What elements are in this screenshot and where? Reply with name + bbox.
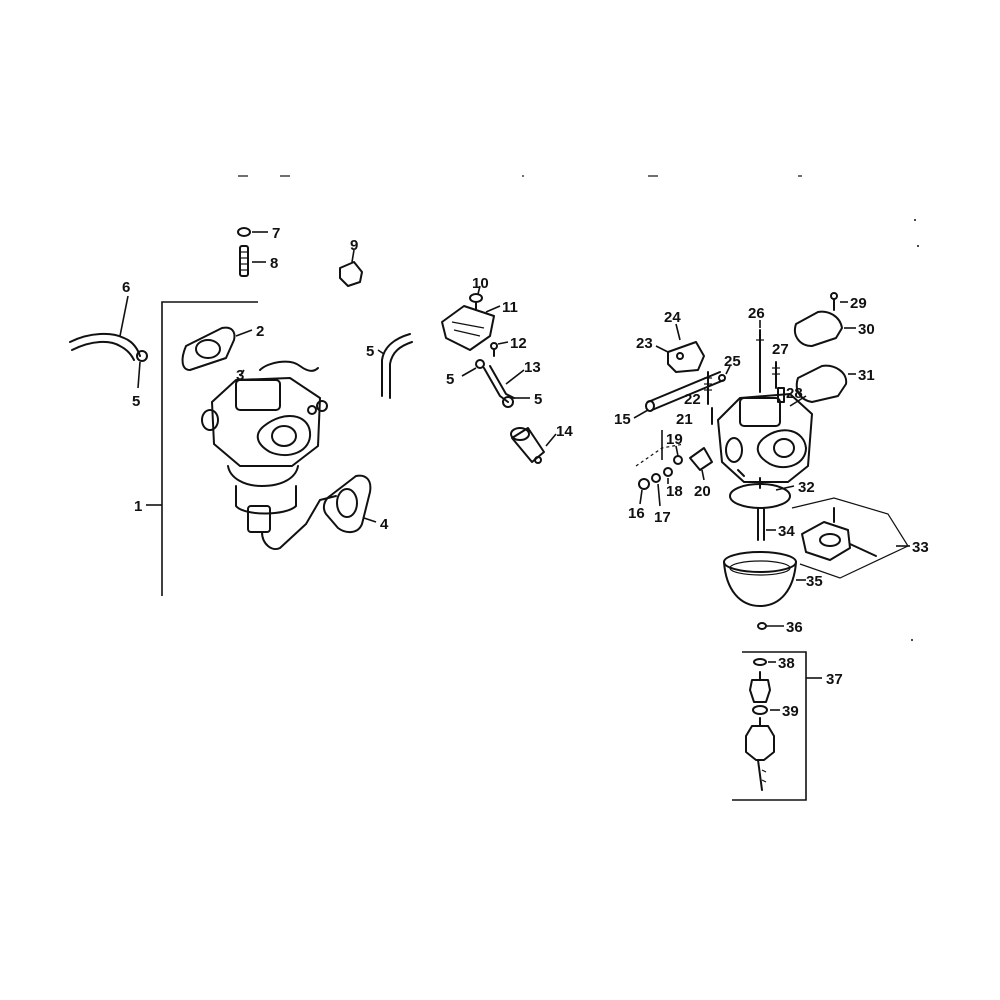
callout-15: 15 — [614, 411, 631, 428]
part-19-washer — [673, 445, 683, 465]
callout-36: 36 — [786, 619, 803, 636]
callout-39: 39 — [782, 703, 799, 720]
callout-5-linkage-top: 5 — [446, 371, 454, 388]
part-35-float-bowl — [723, 551, 806, 607]
callout-23: 23 — [636, 335, 653, 352]
part-32-o-ring — [729, 477, 795, 509]
part-16-screw — [638, 478, 650, 505]
callout-21: 21 — [676, 411, 693, 428]
part-31-gasket — [795, 364, 856, 403]
assembly-bracket-37 — [732, 651, 822, 801]
part-2-gasket — [181, 326, 253, 371]
scan-marks — [238, 175, 919, 641]
part-22-spring — [704, 371, 712, 405]
callout-26: 26 — [748, 305, 765, 322]
callout-28: 28 — [786, 385, 803, 402]
callout-32: 32 — [798, 479, 815, 496]
callout-8: 8 — [270, 255, 278, 272]
part-9-fitting — [339, 249, 363, 287]
part-38-washer — [753, 658, 776, 666]
callout-9: 9 — [350, 237, 358, 254]
callout-14: 14 — [556, 423, 573, 440]
callout-1: 1 — [134, 498, 142, 515]
callout-3: 3 — [236, 367, 244, 384]
callout-2: 2 — [256, 323, 264, 340]
callout-7: 7 — [272, 225, 280, 242]
callout-16: 16 — [628, 505, 645, 522]
callout-31: 31 — [858, 367, 875, 384]
part-10-screw — [469, 285, 483, 311]
part-11-plate — [441, 305, 501, 351]
bracket-16-18 — [635, 430, 685, 467]
callout-5-linkage-bottom: 5 — [534, 391, 542, 408]
callout-4: 4 — [380, 516, 389, 533]
part-14-fuel-filter — [510, 427, 557, 464]
part-23-plate — [655, 323, 705, 373]
callout-17: 17 — [654, 509, 671, 526]
part-39-washer — [752, 705, 780, 715]
callout-30: 30 — [858, 321, 875, 338]
callout-10: 10 — [472, 275, 489, 292]
part-18-spring — [663, 467, 673, 484]
callout-6: 6 — [122, 279, 130, 296]
callout-38: 38 — [778, 655, 795, 672]
part-33-float-kit — [791, 497, 910, 579]
part-8-stud — [239, 245, 266, 277]
callout-labels: 1 2 3 4 5 5 5 5 6 7 8 9 10 11 12 13 14 1… — [122, 225, 929, 720]
assembly-bracket-1 — [146, 301, 258, 596]
callout-12: 12 — [510, 335, 527, 352]
callout-5-fuel-line: 5 — [366, 343, 374, 360]
part-30-cover — [794, 310, 856, 347]
part-17-spring — [651, 473, 661, 507]
callout-19: 19 — [666, 431, 683, 448]
part-13-linkage — [461, 359, 530, 408]
callout-29: 29 — [850, 295, 867, 312]
callout-22: 22 — [684, 391, 701, 408]
part-7-nut — [237, 227, 268, 237]
part-5-clamp-left — [136, 350, 148, 389]
callout-33: 33 — [912, 539, 929, 556]
part-5-fuel-line-mid — [377, 333, 413, 399]
part-drain-plug — [749, 671, 771, 703]
callout-34: 34 — [778, 523, 795, 540]
part-12-screw — [490, 341, 509, 357]
part-27-screw — [772, 361, 780, 389]
part-20-valve — [689, 447, 713, 481]
part-26-needle — [756, 320, 764, 393]
part-3-carburetor-left — [201, 360, 337, 550]
callout-25: 25 — [724, 353, 741, 370]
carburetor-body-right — [717, 393, 813, 483]
part-4-gasket — [322, 474, 377, 534]
part-29-screw — [830, 292, 848, 311]
part-36-screw — [757, 622, 784, 630]
part-solenoid — [745, 717, 775, 791]
part-34-nozzle — [757, 507, 776, 541]
part-6-fuel-line — [69, 295, 141, 361]
callout-18: 18 — [666, 483, 683, 500]
callout-11: 11 — [502, 299, 518, 316]
callout-24: 24 — [664, 309, 681, 326]
callout-35: 35 — [806, 573, 823, 590]
callout-20: 20 — [694, 483, 711, 500]
callout-27: 27 — [772, 341, 789, 358]
callout-5-left: 5 — [132, 393, 140, 410]
callout-37: 37 — [826, 671, 843, 688]
callout-13: 13 — [524, 359, 541, 376]
